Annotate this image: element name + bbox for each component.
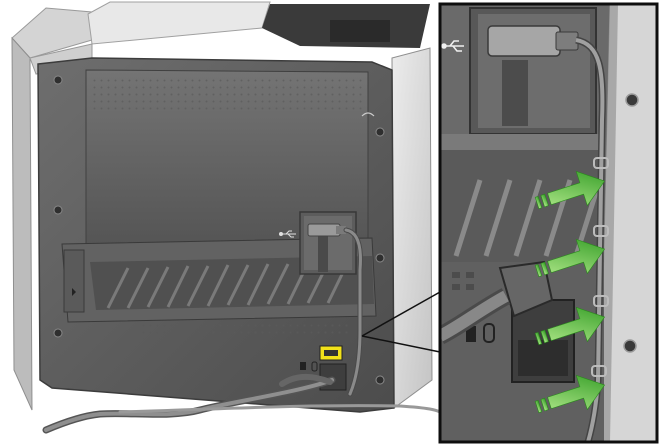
housing-right-side bbox=[391, 47, 433, 409]
inset-detail bbox=[438, 2, 659, 444]
screw-icon bbox=[625, 93, 639, 107]
power-cable-main bbox=[42, 374, 442, 434]
cable-clips bbox=[591, 157, 609, 377]
lock-icon bbox=[466, 323, 495, 343]
inset-border bbox=[438, 2, 659, 444]
housing-left-side bbox=[11, 36, 33, 411]
network-icon bbox=[361, 112, 375, 117]
callout-lines bbox=[361, 291, 441, 353]
tray-latch bbox=[63, 249, 85, 313]
usb-connector bbox=[307, 223, 341, 237]
usb-icon bbox=[279, 230, 296, 238]
screw-icon bbox=[623, 339, 637, 353]
screw-icon bbox=[53, 75, 385, 385]
lock-icon bbox=[300, 361, 318, 372]
housing-top-cover bbox=[87, 1, 271, 45]
usb-icon bbox=[441, 40, 464, 52]
usb-cable-main bbox=[343, 227, 363, 397]
inset-tray bbox=[440, 150, 604, 262]
inset-usb-connector bbox=[487, 25, 561, 57]
scanner-body bbox=[11, 1, 433, 413]
